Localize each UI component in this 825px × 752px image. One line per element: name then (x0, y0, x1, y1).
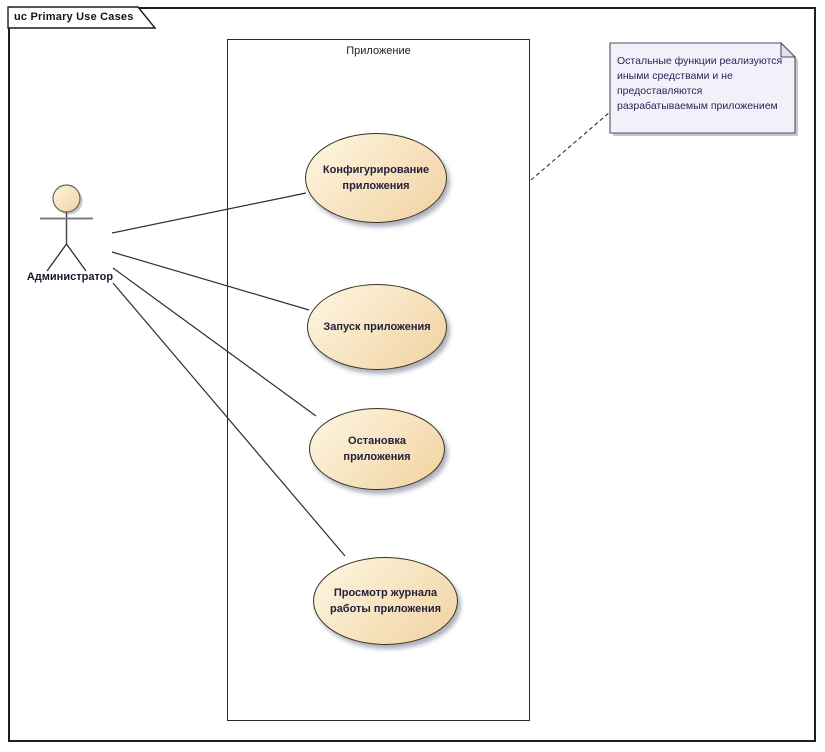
note-body (609, 42, 796, 134)
usecase-configure-application[interactable]: Конфигурирование приложения (305, 133, 447, 223)
frame-title: uc Primary Use Cases (14, 11, 134, 23)
usecase-label: Остановка приложения (343, 435, 411, 463)
association-start[interactable] (111, 251, 310, 311)
usecase-label: Конфигурирование приложения (322, 164, 430, 192)
association-stop[interactable] (112, 267, 317, 417)
actor-leg-left (46, 243, 68, 272)
association-configure[interactable] (111, 192, 307, 234)
usecase-start-application[interactable]: Запуск приложения (307, 284, 447, 370)
note-fold-corner-icon (780, 41, 797, 58)
association-viewlog[interactable] (112, 282, 346, 557)
actor-leg-right (65, 243, 87, 272)
note-text-line: иными средствами и не (617, 70, 733, 82)
frame-tab (7, 6, 157, 29)
note-text: Остальные функции реализуются иными сред… (617, 54, 791, 114)
usecase-stop-application[interactable]: Остановка приложения (309, 408, 445, 490)
note-text-line: Остальные функции реализуются (617, 55, 783, 67)
usecase-label: Запуск приложения (323, 321, 431, 333)
system-boundary-label: Приложение (346, 45, 411, 57)
actor-head (52, 184, 81, 213)
note-text-line: предоставляются (617, 85, 703, 97)
usecase-label: Просмотр журнала работы приложения (329, 587, 442, 615)
diagram-frame (8, 7, 816, 742)
usecase-view-log[interactable]: Просмотр журнала работы приложения (313, 557, 458, 645)
note-link[interactable] (530, 111, 611, 181)
note-text-line: разрабатываемым приложением (617, 100, 778, 112)
actor-label: Администратор (26, 271, 114, 283)
actor-figure[interactable] (40, 184, 93, 272)
note-shape[interactable] (609, 41, 798, 136)
